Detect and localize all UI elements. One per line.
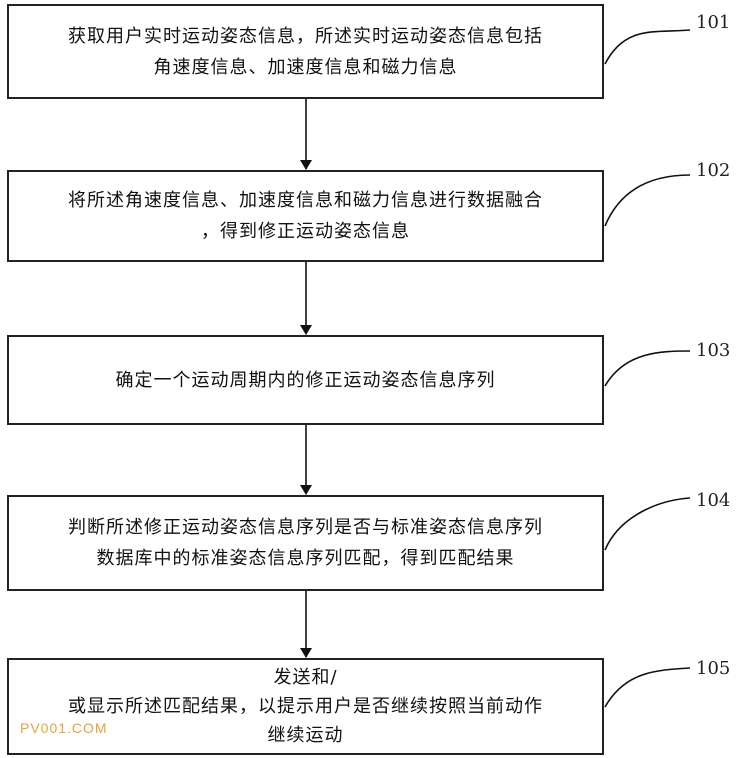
step-text-102: 将所述角速度信息、加速度信息和磁力信息进行数据融合 ，得到修正运动姿态信息 [68,190,543,242]
step-number-105: 105 [696,658,731,679]
leader-line-103 [604,350,691,387]
leader-line-101 [604,29,691,65]
step-box-103: 确定一个运动周期内的修正运动姿态信息序列 [7,335,604,425]
step-text-101: 获取用户实时运动姿态信息，所述实时运动姿态信息包括 角速度信息、加速度信息和磁力… [68,25,543,78]
step-text-105: 发送和/ 或显示所述匹配结果，以提示用户是否继续按照当前动作 继续运动 [68,667,543,746]
step-text-104: 判断所述修正运动姿态信息序列是否与标准姿态信息序列 数据库中的标准姿态信息序列匹… [68,517,543,569]
step-text-103: 确定一个运动周期内的修正运动姿态信息序列 [115,369,496,391]
watermark-text: PV001.COM [20,720,108,736]
leader-line-105 [604,667,691,708]
step-box-104: 判断所述修正运动姿态信息序列是否与标准姿态信息序列 数据库中的标准姿态信息序列匹… [7,495,604,591]
step-number-101: 101 [696,12,731,33]
step-box-102: 将所述角速度信息、加速度信息和磁力信息进行数据融合 ，得到修正运动姿态信息 [7,170,604,262]
step-box-105: 发送和/ 或显示所述匹配结果，以提示用户是否继续按照当前动作 继续运动 [7,658,604,755]
step-number-103: 103 [696,340,731,361]
leader-line-104 [604,497,691,551]
step-number-104: 104 [696,490,731,511]
leader-line-102 [604,174,691,227]
step-box-101: 获取用户实时运动姿态信息，所述实时运动姿态信息包括 角速度信息、加速度信息和磁力… [7,4,604,99]
step-number-102: 102 [696,160,731,181]
